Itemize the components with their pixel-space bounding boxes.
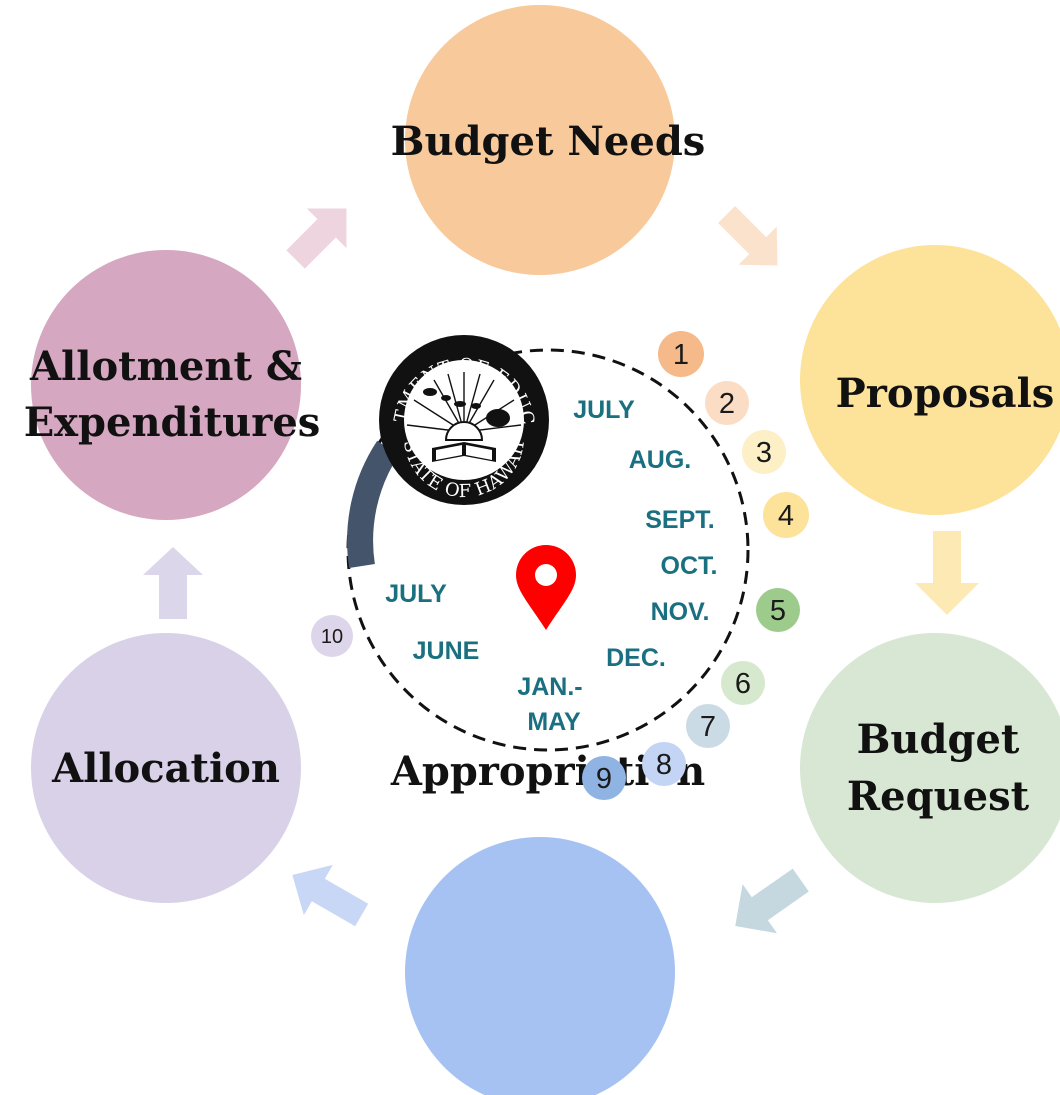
appropriation-circle [405,837,675,1095]
month-july-start: JULY [573,396,635,424]
arrow-proposals-to-request [915,531,979,615]
allotment-label-line2: Expenditures [24,399,321,446]
step-3-number: 3 [756,437,772,469]
current-location-marker-icon [516,545,576,630]
proposals-label: Proposals [836,370,1055,417]
step-7-badge: 7 [686,704,730,748]
step-8-badge: 8 [642,742,686,786]
step-6-number: 6 [735,668,751,700]
step-8-number: 8 [656,749,672,781]
step-4-badge: 4 [763,492,809,538]
timeline-dashed-circle [346,348,750,752]
allotment-label-line1: Allotment & [29,343,302,390]
month-sept: SEPT. [645,506,714,534]
step-2-number: 2 [719,388,735,420]
step-5-number: 5 [770,595,786,627]
allocation-circle [31,633,301,903]
step-6-badge: 6 [721,661,765,705]
step-9-number: 9 [596,763,612,795]
step-3-badge: 3 [742,430,786,474]
step-10-number: 10 [321,626,343,648]
step-10-badge: 10 [311,615,353,657]
month-oct: OCT. [661,552,718,580]
step-5-badge: 5 [756,588,800,632]
arrow-allotment-to-needs [286,208,347,269]
budget-needs-label: Budget Needs [391,118,706,165]
arrow-needs-to-proposals [718,206,778,266]
allotment-expenditures-circle [31,250,301,520]
month-nov: NOV. [651,598,710,626]
progress-arc [347,440,399,568]
step-4-number: 4 [778,500,794,532]
step-1-badge: 1 [658,331,704,377]
proposals-circle [800,245,1060,515]
budget-request-label-line2: Request [847,773,1030,820]
allocation-label: Allocation [51,745,280,792]
step-7-number: 7 [700,711,716,743]
month-jan-may-line2: MAY [527,708,581,736]
budget-request-label-line1: Budget [857,716,1020,763]
step-9-badge: 9 [582,756,626,800]
month-june: JUNE [413,637,480,665]
month-july-end: JULY [385,580,447,608]
arrow-request-to-appropriation [735,868,809,934]
month-jan-may-line1: JAN.- [517,673,582,701]
month-dec: DEC. [606,644,666,672]
budget-request-circle [800,633,1060,903]
arrow-appropriation-to-allocation [292,864,369,927]
step-2-badge: 2 [705,381,749,425]
budget-needs-circle [405,5,675,275]
step-1-number: 1 [673,339,689,371]
month-aug: AUG. [629,446,692,474]
arrow-allocation-to-allotment [143,547,203,619]
